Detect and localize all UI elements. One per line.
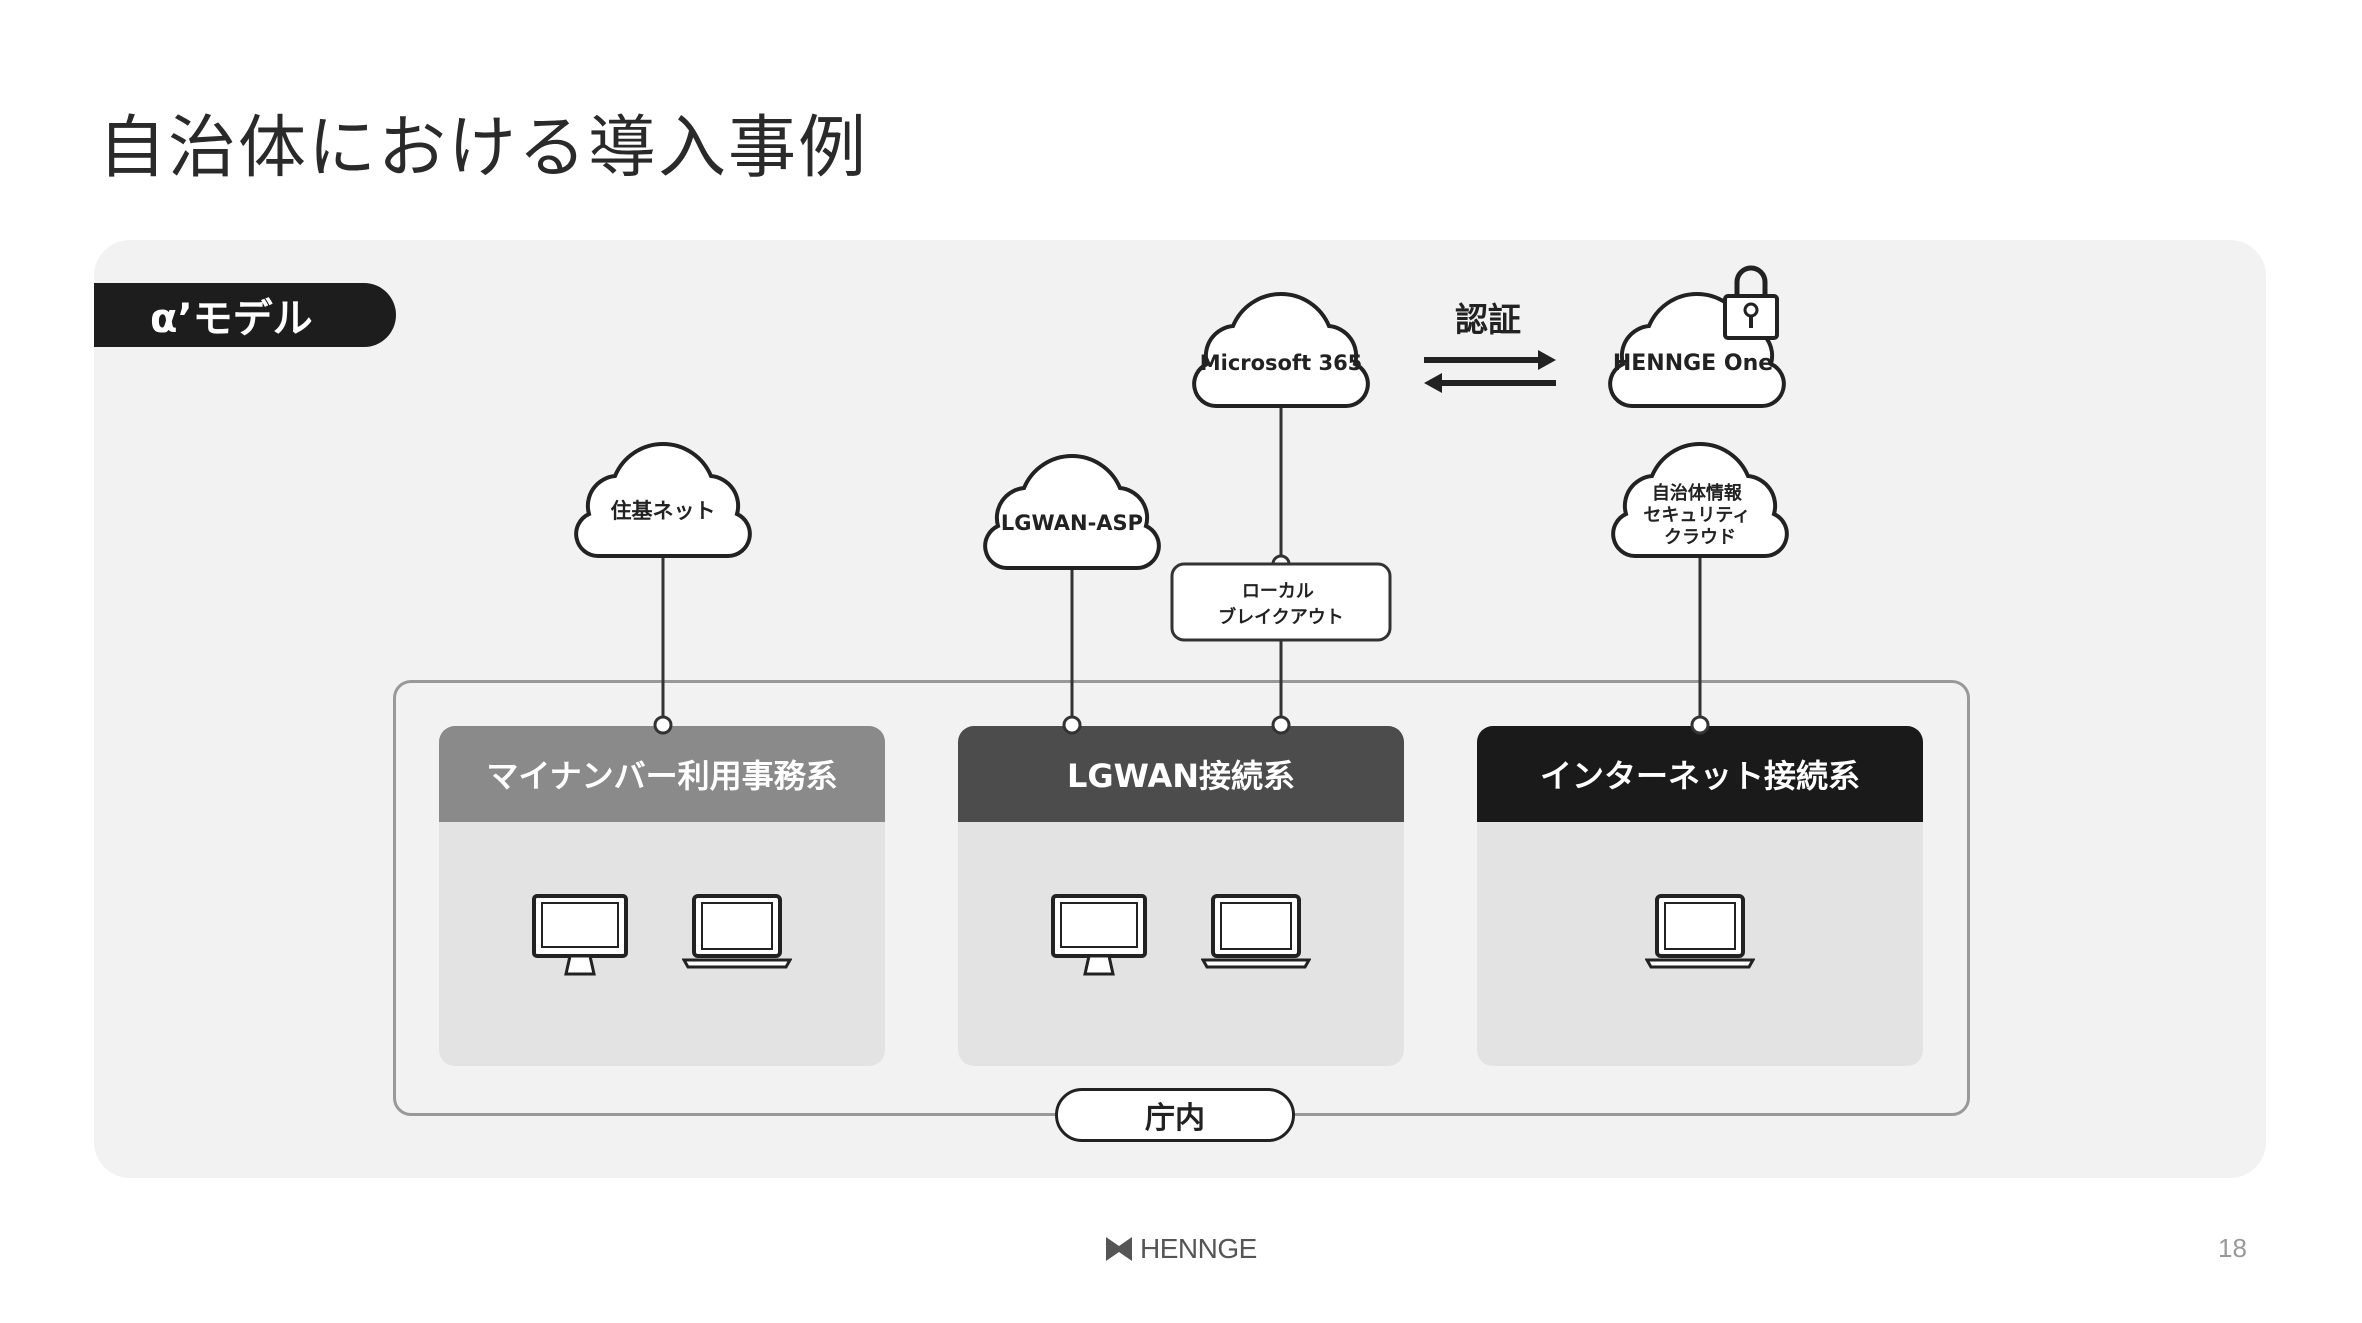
footer-logo: HENNGE — [1104, 1233, 1257, 1265]
page-number: 18 — [2218, 1233, 2247, 1263]
zone-header-mynumber: マイナンバー利用事務系 — [439, 726, 885, 822]
zone-header-internet: インターネット接続系 — [1477, 726, 1923, 822]
auth-label: 認証 — [1455, 300, 1521, 339]
office-label: 庁内 — [1055, 1088, 1295, 1142]
slide-title: 自治体における導入事例 — [98, 109, 869, 188]
laptop-icon — [1201, 894, 1311, 969]
zone-header-lgwan: LGWAN接続系 — [958, 726, 1404, 822]
laptop-icon — [1645, 894, 1755, 969]
hennge-logo-icon — [1106, 1237, 1132, 1261]
zone-lgwan: LGWAN接続系 — [958, 726, 1404, 1066]
model-label: α’モデル — [94, 283, 396, 347]
desktop-icon — [532, 894, 628, 976]
footer-brand: HENNGE — [1140, 1233, 1257, 1264]
desktop-icon — [1051, 894, 1147, 976]
zone-mynumber: マイナンバー利用事務系 — [439, 726, 885, 1066]
zone-internet: インターネット接続系 — [1477, 726, 1923, 1066]
laptop-icon — [682, 894, 792, 969]
